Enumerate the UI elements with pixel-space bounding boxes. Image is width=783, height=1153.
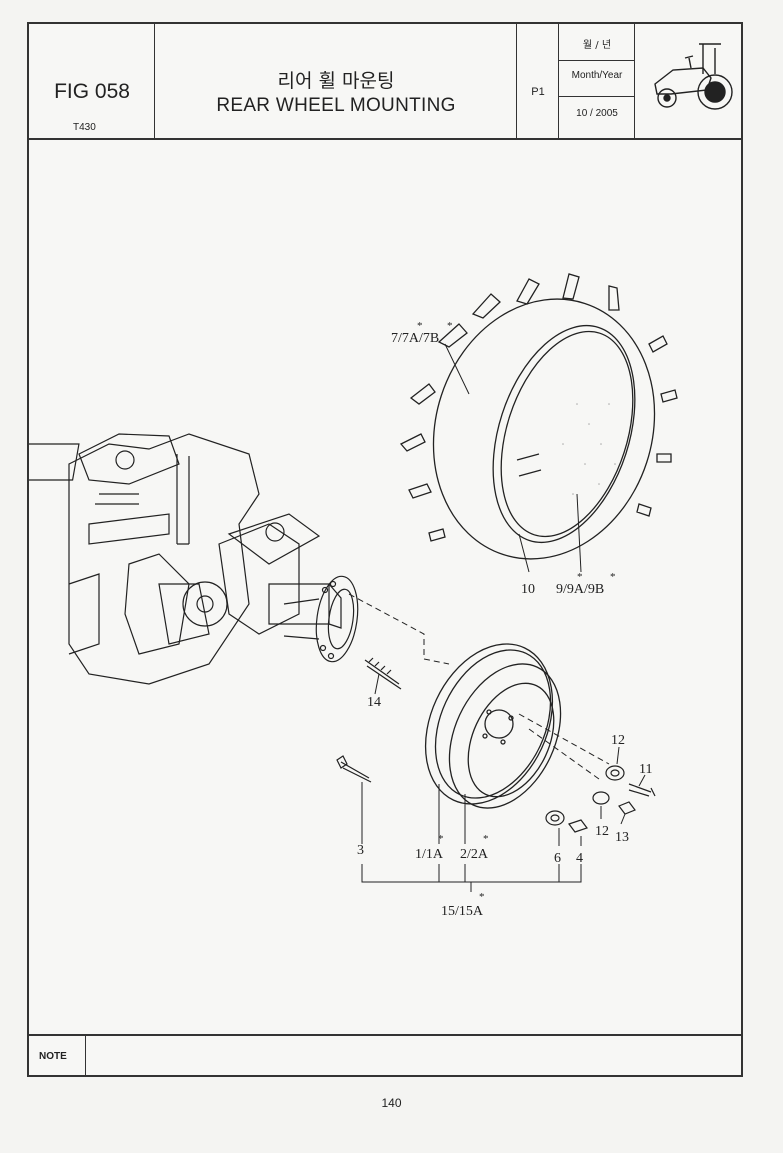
label-assembly: 15/15A xyxy=(441,904,484,919)
label-tube: 9/9A/9B xyxy=(556,582,604,597)
svg-text:*: * xyxy=(483,833,489,845)
page-number: 140 xyxy=(381,1096,402,1110)
date-label: Month/Year xyxy=(571,70,623,81)
callout-labels: 7/7A/7B 9/9A/9B 10 14 3 1/1A 2/2A 6 4 12… xyxy=(357,331,652,919)
wheel-rim xyxy=(424,643,562,809)
figure-cell: FIG 058 T430 xyxy=(29,24,155,138)
label-washer-6: 6 xyxy=(554,851,561,866)
axle-flange xyxy=(283,575,359,663)
label-stud: 14 xyxy=(367,695,381,710)
page-cell: P1 xyxy=(517,24,559,138)
figure-number: FIG 058 xyxy=(54,80,130,103)
title-korean: 리어 휠 마운팅 xyxy=(277,70,395,92)
note-row: NOTE xyxy=(29,1034,741,1077)
svg-text:*: * xyxy=(577,571,583,583)
svg-text:*: * xyxy=(447,320,453,332)
tube-stipple xyxy=(562,403,616,495)
note-label: NOTE xyxy=(39,1051,67,1062)
page-code: P1 xyxy=(531,86,545,98)
label-valve: 10 xyxy=(521,582,535,597)
date-cell: 월 / 년 Month/Year 10 / 2005 xyxy=(559,24,635,138)
label-bolt: 3 xyxy=(357,843,364,858)
model-code: T430 xyxy=(73,122,96,133)
label-washer-12a: 12 xyxy=(611,733,625,748)
tire xyxy=(399,273,678,560)
date-value: 10 / 2005 xyxy=(576,108,618,119)
parts-page-frame: FIG 058 T430 리어 휠 마운팅 REAR WHEEL MOUNTIN… xyxy=(27,22,743,1077)
fasteners xyxy=(336,755,656,833)
label-nut-13: 13 xyxy=(615,830,629,845)
label-bolt-11: 11 xyxy=(639,762,652,777)
label-tire: 7/7A/7B xyxy=(391,331,439,346)
tractor-icon xyxy=(654,43,733,110)
svg-text:*: * xyxy=(610,571,616,583)
title-english: REAR WHEEL MOUNTING xyxy=(216,95,456,116)
callout-leaders xyxy=(361,343,646,892)
transmission-housing xyxy=(29,433,342,685)
exploded-diagram: * * * * * * * 7/7A/7B 9/9A/9B 10 14 3 1/… xyxy=(29,273,678,919)
svg-text:*: * xyxy=(417,320,423,332)
title-cell: 리어 휠 마운팅 REAR WHEEL MOUNTING xyxy=(155,24,517,138)
svg-text:*: * xyxy=(438,833,444,845)
wheel-stud xyxy=(364,657,402,690)
note-label-cell: NOTE xyxy=(29,1036,86,1077)
label-washer-12b: 12 xyxy=(595,824,609,839)
label-rim: 1/1A xyxy=(415,847,444,862)
label-disc: 2/2A xyxy=(460,847,489,862)
logo-cell xyxy=(635,24,741,138)
date-label-korean: 월 / 년 xyxy=(582,40,612,51)
label-nut-4: 4 xyxy=(576,851,583,866)
assembly-leader-lines xyxy=(348,593,610,780)
title-block: FIG 058 T430 리어 휠 마운팅 REAR WHEEL MOUNTIN… xyxy=(29,24,741,140)
svg-text:*: * xyxy=(479,891,485,903)
callout-asterisks: * * * * * * * xyxy=(417,320,616,903)
